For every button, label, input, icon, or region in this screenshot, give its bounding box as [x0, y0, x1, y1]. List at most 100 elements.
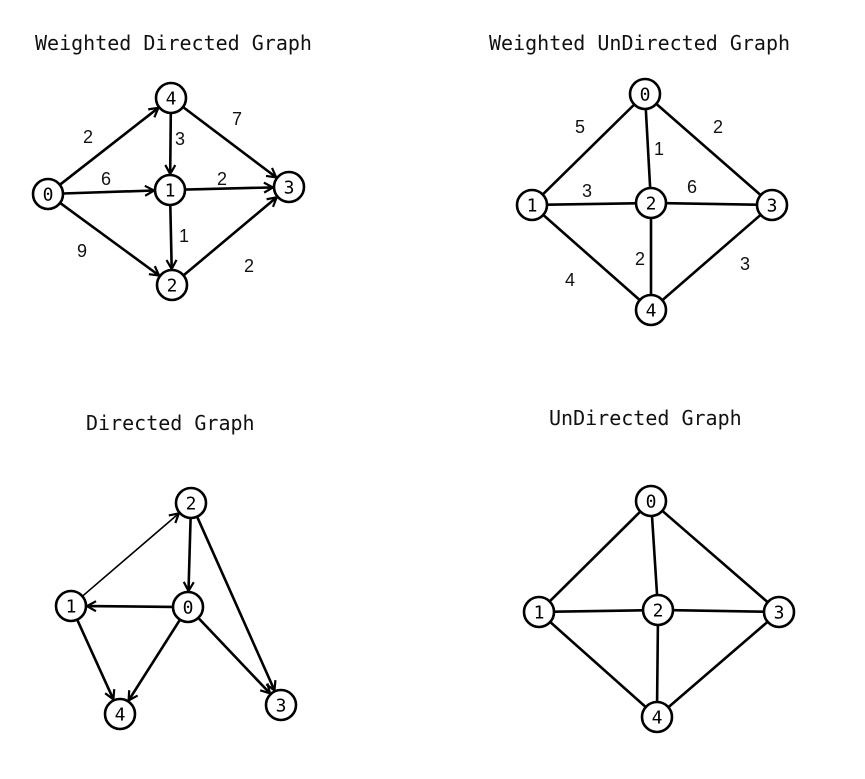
node-label: 1 — [534, 603, 545, 624]
node-circle — [31, 177, 65, 211]
node-undirected-0: 0 — [634, 484, 668, 518]
node-label: 3 — [284, 178, 295, 199]
node-circle — [264, 688, 298, 722]
edge-weight-weighted-undirected-3-4: 3 — [740, 254, 750, 274]
edge-weighted-directed-0-1 — [61, 191, 154, 194]
node-circle — [153, 173, 187, 207]
edge-weighted-undirected-0-2 — [644, 107, 652, 189]
node-weighted-directed-2: 2 — [155, 268, 189, 302]
edge-undirected-1-2 — [552, 608, 644, 614]
node-label: 0 — [43, 185, 54, 206]
node-directed-0: 0 — [171, 590, 205, 624]
node-weighted-undirected-0: 0 — [628, 77, 662, 111]
edge-undirected-0-2 — [650, 514, 659, 596]
edge-weighted-directed-0-2 — [58, 201, 159, 276]
node-undirected-1: 1 — [522, 595, 556, 629]
edge-weighted-undirected-2-3 — [664, 201, 758, 206]
title-weighted-directed: Weighted Directed Graph — [35, 31, 312, 55]
node-circle — [103, 697, 137, 731]
edge-weighted-undirected-0-1 — [542, 103, 636, 196]
edge-weight-weighted-undirected-2-3: 6 — [687, 177, 697, 197]
node-circle — [515, 188, 549, 222]
node-label: 2 — [186, 494, 197, 515]
node-weighted-undirected-3: 3 — [755, 188, 789, 222]
edge-weighted-directed-4-1 — [170, 111, 171, 174]
node-circle — [155, 268, 189, 302]
title-undirected: UnDirected Graph — [549, 406, 742, 430]
node-label: 4 — [115, 705, 126, 726]
node-directed-4: 4 — [103, 697, 137, 731]
node-label: 1 — [527, 196, 538, 217]
edge-directed-2-3 — [195, 515, 274, 691]
node-weighted-directed-0: 0 — [31, 177, 65, 211]
edge-weight-weighted-directed-0-4: 2 — [83, 127, 93, 147]
edge-weight-weighted-undirected-1-2: 3 — [582, 181, 592, 201]
title-directed: Directed Graph — [86, 411, 255, 435]
edge-weight-weighted-undirected-0-1: 5 — [575, 117, 585, 137]
node-weighted-undirected-1: 1 — [515, 188, 549, 222]
edge-undirected-0-1 — [549, 510, 642, 603]
node-circle — [634, 293, 668, 327]
node-directed-2: 2 — [174, 486, 208, 520]
node-circle — [755, 188, 789, 222]
node-weighted-directed-1: 1 — [153, 173, 187, 207]
node-circle — [628, 77, 662, 111]
node-label: 0 — [640, 85, 651, 106]
node-label: 0 — [646, 492, 657, 513]
title-weighted-undirected: Weighted UnDirected Graph — [489, 31, 790, 55]
edge-weight-weighted-directed-2-3: 2 — [244, 256, 254, 276]
edge-weight-weighted-undirected-0-3: 2 — [713, 117, 723, 137]
edge-weight-weighted-undirected-1-4: 4 — [565, 270, 575, 290]
edge-weight-weighted-directed-0-2: 9 — [77, 241, 87, 261]
node-undirected-3: 3 — [762, 595, 796, 629]
node-circle — [174, 486, 208, 520]
node-label: 2 — [167, 276, 178, 297]
edge-weighted-undirected-3-4 — [661, 213, 763, 301]
node-label: 3 — [276, 696, 287, 717]
node-circle — [641, 593, 675, 627]
edge-weight-weighted-directed-1-2: 1 — [179, 226, 189, 246]
node-label: 3 — [774, 603, 785, 624]
edge-weight-weighted-directed-4-1: 3 — [175, 129, 185, 149]
edge-undirected-3-4 — [667, 620, 769, 708]
node-label: 2 — [653, 601, 664, 622]
node-circle — [272, 170, 306, 204]
node-undirected-4: 4 — [640, 700, 674, 734]
node-circle — [634, 186, 668, 220]
node-weighted-directed-3: 3 — [272, 170, 306, 204]
edge-weight-weighted-undirected-2-4: 2 — [635, 249, 645, 269]
node-circle — [640, 700, 674, 734]
edge-weighted-directed-2-3 — [182, 197, 277, 277]
node-circle — [634, 484, 668, 518]
edge-weight-weighted-directed-0-1: 6 — [101, 169, 111, 189]
node-directed-3: 3 — [264, 688, 298, 722]
edge-weight-weighted-undirected-0-2: 1 — [654, 139, 664, 159]
edge-directed-0-1 — [87, 606, 175, 607]
node-label: 4 — [646, 301, 657, 322]
node-undirected-2: 2 — [641, 593, 675, 627]
node-label: 3 — [767, 196, 778, 217]
edge-directed-1-2 — [81, 513, 178, 598]
edge-undirected-2-4 — [655, 623, 660, 703]
node-label: 1 — [66, 597, 77, 618]
node-directed-1: 1 — [54, 589, 88, 623]
node-circle — [762, 595, 796, 629]
edge-weighted-undirected-0-3 — [654, 102, 762, 196]
edge-directed-0-3 — [197, 616, 270, 694]
edge-undirected-1-4 — [548, 620, 647, 708]
edge-undirected-2-3 — [671, 608, 765, 614]
node-weighted-undirected-2: 2 — [634, 186, 668, 220]
edge-weighted-directed-1-2 — [170, 203, 171, 269]
node-circle — [54, 589, 88, 623]
node-label: 2 — [646, 194, 657, 215]
node-label: 0 — [183, 598, 194, 619]
edge-directed-2-0 — [189, 516, 191, 591]
edge-directed-1-4 — [75, 618, 113, 700]
node-label: 4 — [652, 708, 663, 729]
node-circle — [522, 595, 556, 629]
node-weighted-directed-4: 4 — [154, 81, 188, 115]
edge-weighted-directed-4-3 — [181, 105, 276, 177]
node-label: 1 — [165, 181, 176, 202]
